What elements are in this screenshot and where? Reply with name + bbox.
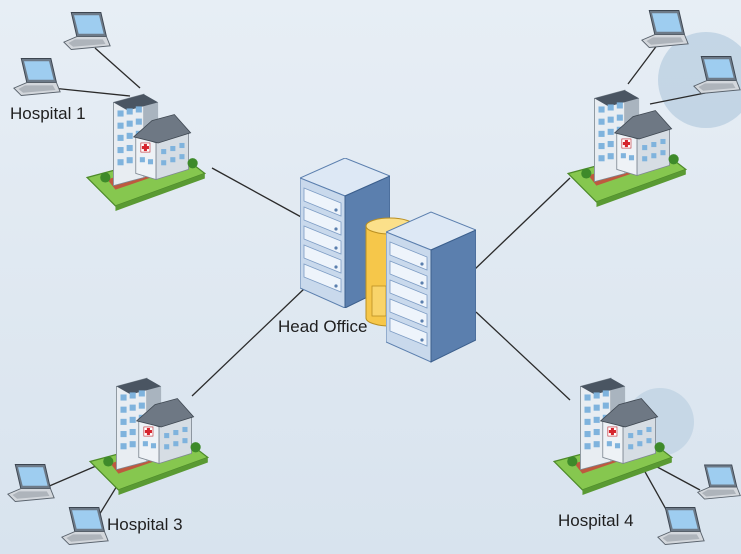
laptop-icon: [13, 58, 61, 96]
halo-decoration: [658, 32, 741, 128]
link-laptop: [627, 43, 659, 85]
laptop-icon: [641, 10, 689, 48]
laptop-icon: [697, 464, 741, 500]
link-laptop: [51, 87, 131, 97]
label-hospital-1: Hospital 1: [10, 104, 86, 123]
laptop-icon: [61, 507, 109, 545]
link-hospital-1: [211, 167, 304, 219]
laptop-icon: [7, 464, 55, 502]
label-hospital-4: Hospital 4: [558, 511, 634, 530]
hospital-building-icon: [86, 93, 206, 212]
server-building-icon: [386, 211, 476, 363]
link-hospital-4: [475, 311, 571, 401]
network-links: [39, 43, 711, 521]
link-hospital-3: [191, 287, 306, 397]
laptop-icon: [657, 507, 705, 545]
link-laptop: [94, 47, 141, 89]
laptop-icon: [63, 12, 111, 50]
label-head-office: Head Office: [278, 317, 368, 336]
head-office: [300, 158, 476, 363]
link-laptop: [649, 91, 711, 105]
hospital-building-icon: [89, 377, 209, 496]
link-hospital-2: [473, 177, 571, 271]
label-hospital-3: Hospital 3: [107, 515, 183, 534]
